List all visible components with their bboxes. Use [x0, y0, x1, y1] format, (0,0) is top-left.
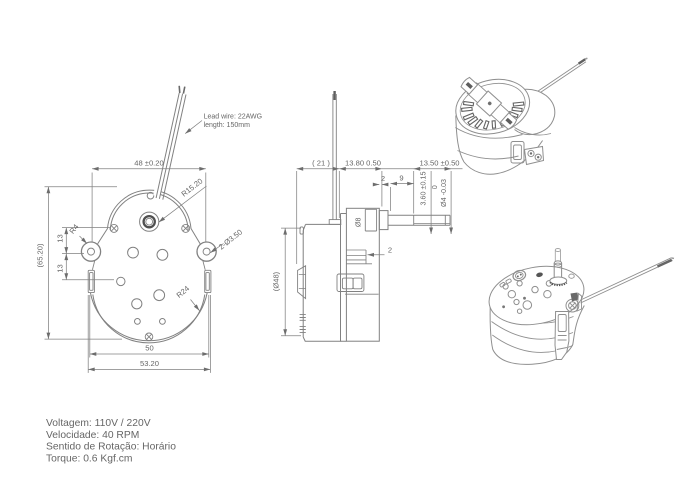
- svg-text:0: 0: [430, 185, 439, 189]
- svg-text:Ø4 -0.03: Ø4 -0.03: [439, 179, 448, 207]
- svg-text:2: 2: [381, 174, 385, 183]
- svg-text:13: 13: [56, 264, 65, 272]
- svg-text:Velocidade: 40 RPM: Velocidade: 40 RPM: [46, 430, 139, 441]
- svg-text:9: 9: [399, 173, 403, 182]
- svg-text:Ø8: Ø8: [354, 218, 363, 228]
- svg-text:50: 50: [145, 344, 153, 353]
- svg-text:13.80 0.50: 13.80 0.50: [345, 158, 381, 167]
- svg-text:2-Ø3.50: 2-Ø3.50: [217, 228, 244, 252]
- svg-text:Sentido de Rotação: Horário: Sentido de Rotação: Horário: [46, 442, 176, 453]
- svg-text:( 21 ): ( 21 ): [312, 158, 330, 167]
- svg-text:(65.20): (65.20): [36, 243, 45, 268]
- svg-text:53.20: 53.20: [140, 359, 159, 368]
- svg-text:48 ±0.20: 48 ±0.20: [134, 158, 164, 167]
- svg-text:Torque: 0.6 Kgf.cm: Torque: 0.6 Kgf.cm: [46, 453, 132, 464]
- svg-text:(Ø48): (Ø48): [272, 271, 281, 291]
- svg-text:R24: R24: [175, 284, 191, 300]
- svg-text:Voltagem: 110V / 220V: Voltagem: 110V / 220V: [46, 418, 151, 429]
- svg-text:Lead wire: 22AWG: Lead wire: 22AWG: [204, 114, 263, 121]
- svg-text:R4: R4: [67, 222, 80, 235]
- svg-text:13.50 ±0.50: 13.50 ±0.50: [419, 158, 459, 167]
- svg-text:length: 150mm: length: 150mm: [204, 122, 250, 129]
- svg-text:3.60 ±0.15: 3.60 ±0.15: [418, 172, 427, 206]
- svg-text:2: 2: [388, 245, 392, 254]
- svg-text:13: 13: [56, 234, 65, 242]
- svg-text:R15.20: R15.20: [180, 176, 205, 198]
